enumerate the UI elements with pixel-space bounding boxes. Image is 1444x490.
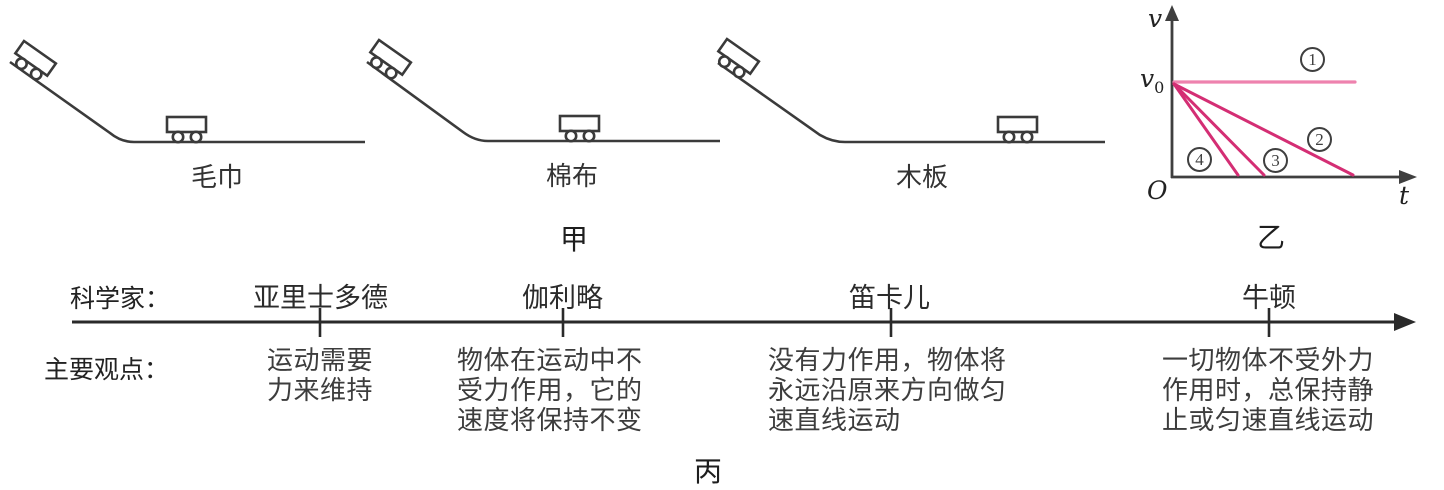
- t-axis-arrow-icon: [1399, 170, 1417, 184]
- cart-on-track-icon: [996, 115, 1039, 144]
- curve-label-2: 2: [1307, 127, 1332, 152]
- curve-2-slow-deceleration: [1172, 82, 1355, 177]
- curve-3-medium-deceleration: [1172, 82, 1266, 177]
- track-path: [9, 60, 365, 144]
- scientist-aristotle: 亚里士多德: [253, 283, 388, 313]
- v-axis-label: v: [1148, 4, 1163, 33]
- cart-on-slope-icon: [363, 38, 413, 85]
- incline-track-towel: [8, 39, 365, 144]
- track-path: [366, 60, 720, 143]
- group-label-bing: 丙: [694, 457, 723, 488]
- scientists-row-label: 科学家：: [70, 286, 171, 313]
- v0-base: v: [1140, 64, 1155, 93]
- surface-label-towel: 毛巾: [191, 163, 244, 192]
- curve-label-4: 4: [1187, 147, 1212, 172]
- track-path: [717, 61, 1105, 144]
- viewpoints-row-label: 主要观点：: [44, 357, 170, 384]
- incline-track-cotton: [363, 38, 720, 143]
- cart-on-slope-icon: [711, 37, 761, 84]
- initial-velocity-label: v0: [1140, 64, 1164, 97]
- curve-label-3: 3: [1263, 148, 1288, 173]
- timeline-arrow-icon: [1394, 313, 1416, 331]
- cart-on-track-icon: [165, 115, 208, 144]
- origin-label: O: [1147, 176, 1168, 205]
- viewpoint-newton: 一切物体不受外力 作用时，总保持静 止或匀速直线运动: [1162, 346, 1375, 435]
- cart-on-slope-icon: [8, 39, 58, 86]
- v0-subscript: 0: [1154, 78, 1165, 97]
- incline-track-wood: [711, 37, 1105, 144]
- cart-on-track-icon: [558, 114, 601, 143]
- vt-graph: [1165, 5, 1417, 184]
- curve-label-1: 1: [1300, 47, 1325, 72]
- surface-label-wood: 木板: [896, 163, 949, 192]
- scientist-newton: 牛顿: [1242, 283, 1296, 313]
- scientist-galileo: 伽利略: [522, 283, 603, 313]
- curve-4-fast-deceleration: [1172, 82, 1240, 177]
- t-axis-label: t: [1399, 181, 1410, 210]
- viewpoint-aristotle: 运动需要 力来维持: [266, 346, 373, 405]
- group-label-yi: 乙: [1257, 223, 1286, 254]
- v-axis-arrow-icon: [1165, 5, 1179, 21]
- group-label-jia: 甲: [560, 225, 589, 256]
- scientist-descartes: 笛卡儿: [849, 283, 930, 313]
- viewpoint-galileo: 物体在运动中不 受力作用，它的 速度将保持不变: [457, 346, 643, 435]
- timeline-axis: [72, 308, 1416, 337]
- surface-label-cotton: 棉布: [546, 162, 599, 191]
- viewpoint-descartes: 没有力作用，物体将 永远沿原来方向做匀 速直线运动: [768, 346, 1007, 435]
